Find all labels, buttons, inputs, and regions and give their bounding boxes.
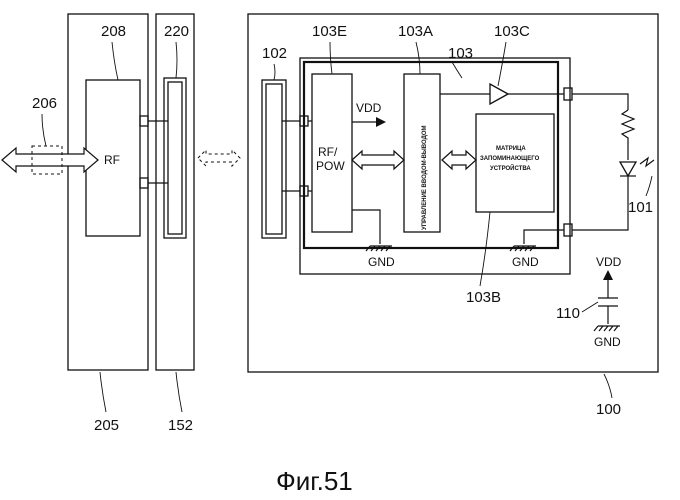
connector-rf-top [140, 116, 148, 126]
figure-caption: Фиг.51 [276, 466, 353, 496]
antenna-102-inner [266, 84, 282, 234]
rf-label: RF [104, 153, 120, 167]
chip-pin-bottom [564, 224, 572, 236]
memory-label-3: УСТРОЙСТВА [490, 164, 531, 172]
rfpow-label-2: POW [316, 159, 345, 173]
wire-103E-gnd [352, 210, 380, 244]
memory-label-2: ЗАПОМИНАЮЩЕГО [480, 156, 540, 162]
antenna-220-outer [164, 78, 186, 238]
wire-led-pin [572, 176, 628, 230]
memory-label-1: МАТРИЦА [496, 146, 526, 152]
led-rays [640, 158, 654, 166]
wire-pin-resistor [572, 94, 628, 110]
double-arrow-206 [2, 148, 98, 172]
vdd2-label: VDD [596, 255, 622, 269]
leader-208 [112, 42, 118, 80]
leader-103C [498, 42, 506, 86]
leader-102 [274, 64, 275, 80]
leader-152 [176, 372, 182, 412]
leader-206 [42, 114, 46, 146]
gnd-label-3: GND [594, 335, 621, 349]
gnd-symbol-3 [594, 326, 620, 331]
label-206: 206 [32, 95, 57, 112]
vdd-label: VDD [356, 101, 382, 115]
leader-103 [452, 62, 462, 78]
connector-rf-bottom [140, 178, 148, 188]
vdd2-arrow-head [603, 270, 613, 280]
label-103B: 103B [466, 289, 501, 306]
vdd-arrow-head [376, 117, 386, 127]
chip-pin-top [564, 88, 572, 100]
leader-100 [604, 374, 612, 398]
label-208: 208 [101, 23, 126, 40]
io-control-label: УПРАВЛЕНИЕ ВВОДОМ-ВЫВОДОМ [422, 125, 428, 230]
block-152 [156, 14, 194, 370]
leader-101 [646, 176, 652, 196]
rfpow-label-1: RF/ [318, 145, 338, 159]
label-103C: 103C [494, 23, 530, 40]
led-101 [620, 162, 636, 176]
label-103: 103 [448, 45, 473, 62]
resistor [622, 110, 634, 160]
bus-arrow-103E-103A [352, 151, 404, 169]
memory-array-103B [476, 114, 554, 212]
capacitor-110 [598, 298, 618, 306]
block-100 [248, 14, 658, 372]
antenna-220-inner [168, 82, 182, 234]
wireless-dashed-arrow [198, 150, 240, 166]
leader-220 [176, 42, 177, 78]
label-100: 100 [596, 401, 621, 418]
label-103E: 103E [312, 23, 347, 40]
leader-110 [582, 302, 598, 312]
label-220: 220 [164, 23, 189, 40]
label-152: 152 [168, 417, 193, 434]
buffer-103C [490, 84, 508, 104]
gnd-label-1: GND [368, 255, 395, 269]
chip-103-inner [304, 62, 558, 248]
gnd-label-2: GND [512, 255, 539, 269]
block-205 [68, 14, 148, 370]
bus-arrow-103A-103B [442, 151, 476, 169]
label-101: 101 [628, 199, 653, 216]
label-103A: 103A [398, 23, 433, 40]
label-205: 205 [94, 417, 119, 434]
leader-205 [100, 372, 106, 412]
label-102: 102 [262, 45, 287, 62]
label-110: 110 [556, 305, 580, 322]
